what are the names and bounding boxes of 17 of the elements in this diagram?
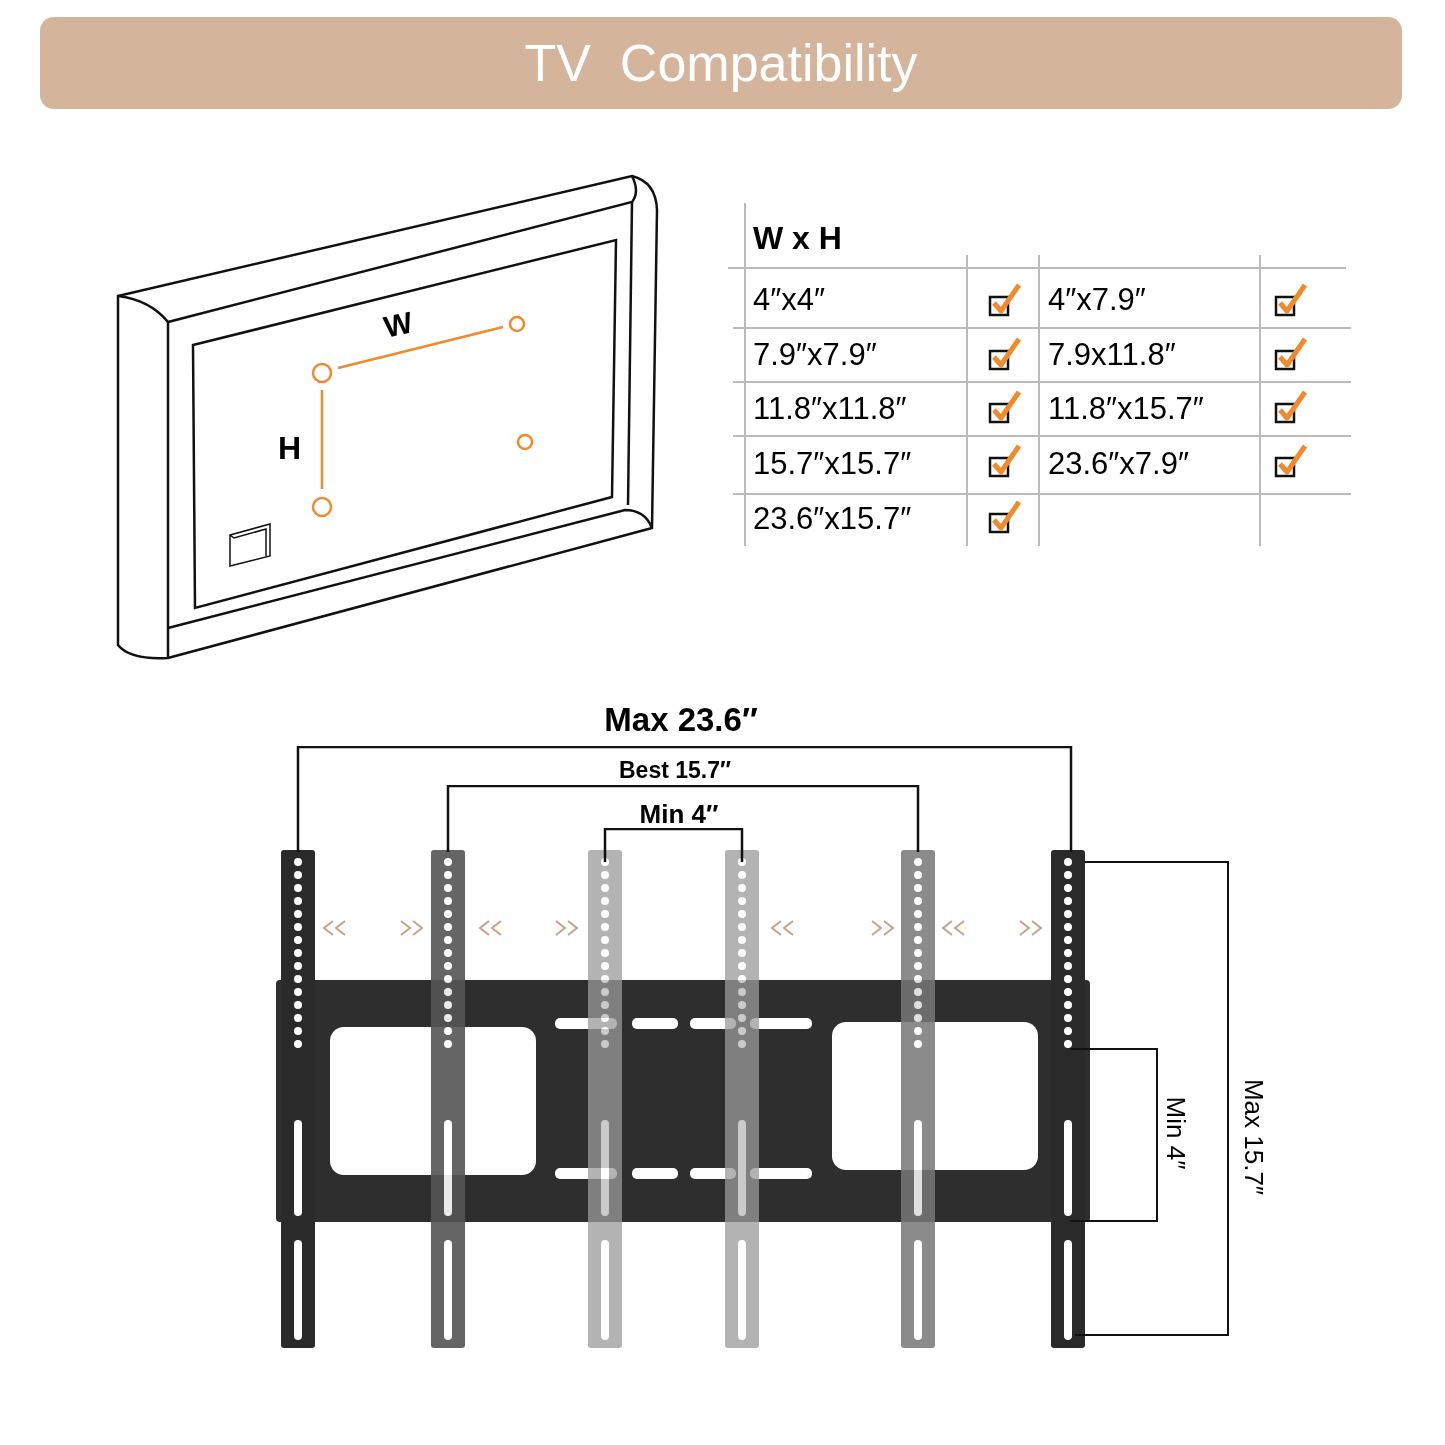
dimension-label: Min 4″ xyxy=(639,798,719,831)
size-value: 4″x4″ xyxy=(753,281,825,319)
dimension-label: Min 4″ xyxy=(1160,1096,1193,1170)
size-value: 7.9x11.8″ xyxy=(1048,336,1176,374)
size-value: 15.7″x15.7″ xyxy=(753,445,912,483)
size-value: 7.9″x7.9″ xyxy=(753,336,877,374)
dimension-label: Max 15.7″ xyxy=(1238,1078,1271,1196)
size-value: 23.6″x7.9″ xyxy=(1048,445,1189,483)
dimension-label: Max 23.6″ xyxy=(604,700,758,740)
column-header: W x H xyxy=(753,219,842,258)
dimension-label: Best 15.7″ xyxy=(619,756,731,785)
dimension-label: H xyxy=(278,429,302,468)
size-value: 4″x7.9″ xyxy=(1048,281,1146,319)
size-value: 11.8″x15.7″ xyxy=(1048,390,1204,428)
dimension-label: W xyxy=(380,304,416,346)
size-value: 11.8″x11.8″ xyxy=(753,390,907,428)
size-value: 23.6″x15.7″ xyxy=(753,500,912,538)
